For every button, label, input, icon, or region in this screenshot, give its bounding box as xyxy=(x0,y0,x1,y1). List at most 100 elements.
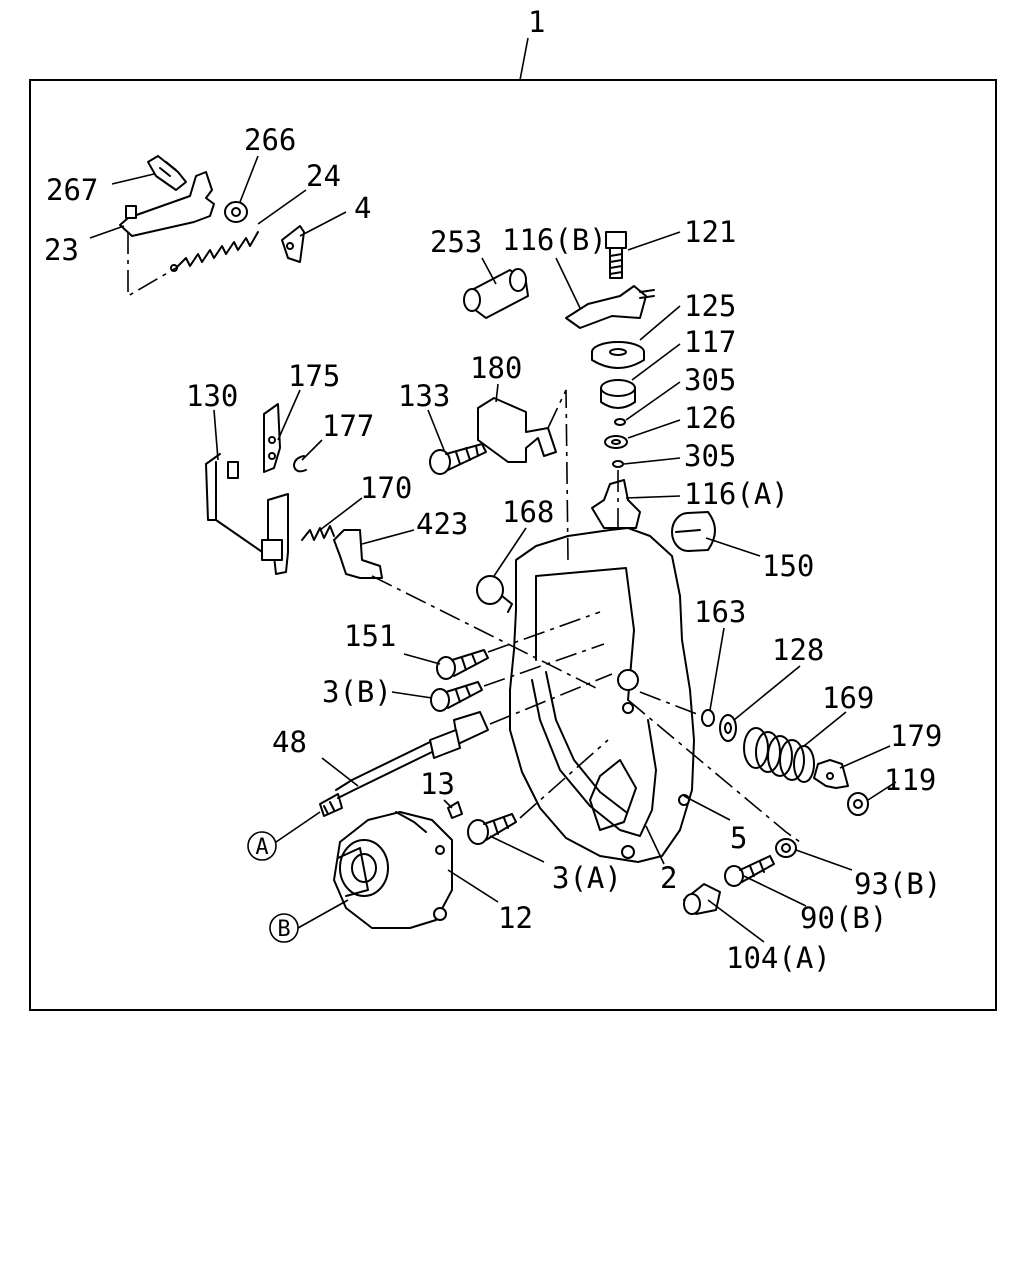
label-168: 168 xyxy=(502,495,554,529)
assembly-frame xyxy=(29,79,997,1011)
leader-305-lower xyxy=(623,457,681,465)
part-130-link xyxy=(205,453,289,575)
leader-121 xyxy=(627,231,681,251)
leader-116a xyxy=(625,495,681,499)
label-2: 2 xyxy=(660,861,677,895)
leader-170 xyxy=(319,497,363,531)
label-150: 150 xyxy=(762,549,814,583)
part-3a-bolt xyxy=(467,813,517,845)
label-180: 180 xyxy=(470,351,522,385)
label-4: 4 xyxy=(354,191,371,225)
part-23-lever xyxy=(119,171,215,237)
leader-150 xyxy=(705,537,761,557)
label-93b: 93(B) xyxy=(854,867,941,901)
part-177-clip xyxy=(293,455,307,473)
part-125-cap xyxy=(591,341,645,369)
part-2-housing xyxy=(509,527,695,863)
connection-marker-A: A xyxy=(247,831,277,861)
part-163-oring xyxy=(701,709,715,727)
part-3b-bolt xyxy=(430,681,483,712)
label-175: 175 xyxy=(288,359,340,393)
part-24-spring xyxy=(170,231,259,272)
part-180-bracket xyxy=(477,397,557,463)
label-3a: 3(A) xyxy=(552,861,622,895)
label-126: 126 xyxy=(684,401,736,435)
label-163: 163 xyxy=(694,595,746,629)
assembly-callout-leader xyxy=(519,37,529,81)
leader-128 xyxy=(733,665,801,721)
part-116b-lever xyxy=(565,285,655,329)
part-423-bracket xyxy=(333,529,383,579)
assembly-line-423 xyxy=(371,575,601,691)
leader-23 xyxy=(89,225,125,239)
part-117-ring xyxy=(600,379,636,409)
label-119: 119 xyxy=(884,763,936,797)
part-305-washer-lower xyxy=(612,460,624,468)
leader-266 xyxy=(239,155,259,203)
part-151-bolt xyxy=(436,649,489,680)
label-121: 121 xyxy=(684,215,736,249)
leader-151 xyxy=(403,653,441,665)
part-13-key xyxy=(447,801,463,819)
part-169-spring xyxy=(743,727,815,783)
leader-125 xyxy=(639,305,681,341)
label-116b: 116(B) xyxy=(502,223,607,257)
label-130: 130 xyxy=(186,379,238,413)
label-117: 117 xyxy=(684,325,736,359)
leader-3a xyxy=(489,835,545,863)
label-170: 170 xyxy=(360,471,412,505)
leader-3b xyxy=(391,691,433,699)
leader-116b xyxy=(555,257,581,309)
leader-177 xyxy=(301,439,323,461)
leader-168 xyxy=(493,527,527,577)
assembly-line-3a xyxy=(519,739,609,819)
label-90b: 90(B) xyxy=(800,901,887,935)
leader-126 xyxy=(627,419,681,439)
part-253-sleeve xyxy=(463,268,529,319)
leader-130 xyxy=(213,409,219,461)
leader-93b xyxy=(795,849,853,871)
part-104a-plug xyxy=(683,883,721,915)
leader-48 xyxy=(321,757,359,787)
label-5: 5 xyxy=(730,821,747,855)
leader-163 xyxy=(709,627,725,711)
connection-marker-A-text: A xyxy=(255,835,268,860)
assembly-callout: 1 xyxy=(528,5,545,39)
label-23: 23 xyxy=(44,233,79,267)
assembly-line-3b xyxy=(483,643,605,687)
leader-117 xyxy=(631,343,681,381)
connection-marker-B: B xyxy=(269,913,299,943)
label-177: 177 xyxy=(322,409,374,443)
leader-4 xyxy=(299,211,347,237)
leader-305-upper xyxy=(625,381,681,421)
part-305-washer-upper xyxy=(614,418,626,426)
part-90b-bolt xyxy=(724,855,775,887)
label-179: 179 xyxy=(890,719,942,753)
label-125: 125 xyxy=(684,289,736,323)
part-121-bolt xyxy=(605,231,627,279)
leader-423 xyxy=(361,529,415,545)
assembly-line-23 xyxy=(127,232,177,298)
part-168-bolt xyxy=(476,575,513,613)
part-133-bolt xyxy=(429,443,487,475)
leader-119 xyxy=(867,781,897,801)
assembly-line-93b xyxy=(627,699,801,843)
part-12-cover xyxy=(333,811,453,929)
part-119-nut xyxy=(847,792,869,816)
label-267: 267 xyxy=(46,173,98,207)
leader-90b xyxy=(743,875,807,907)
part-116a-block xyxy=(591,479,641,529)
label-305-lower: 305 xyxy=(684,439,736,473)
label-3b: 3(B) xyxy=(322,675,392,709)
part-4-clip xyxy=(281,225,305,263)
part-267-pin xyxy=(147,155,187,191)
label-423: 423 xyxy=(416,507,468,541)
leader-169 xyxy=(803,711,847,747)
label-253: 253 xyxy=(430,225,482,259)
leader-B xyxy=(297,899,349,929)
label-169: 169 xyxy=(822,681,874,715)
leader-267 xyxy=(111,173,155,185)
leader-133 xyxy=(427,409,445,451)
